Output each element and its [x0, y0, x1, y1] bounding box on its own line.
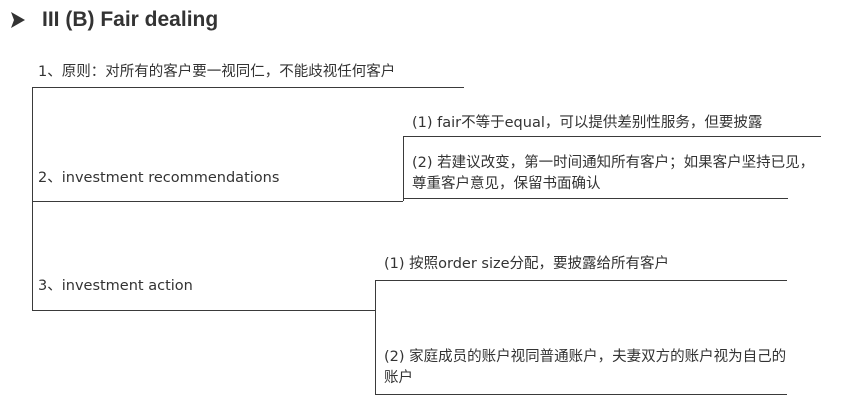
action-underline	[32, 310, 375, 311]
slide-title: III (B) Fair dealing	[42, 8, 219, 31]
action-branch-line	[375, 280, 376, 395]
action-sub2-underline	[375, 394, 787, 395]
slide-title-row: III (B) Fair dealing	[10, 6, 218, 34]
action-label: 3、investment action	[38, 278, 193, 294]
principle-underline	[32, 87, 464, 88]
action-sub2: (2) 家庭成员的账户视同普通账户，夫妻双方的账户视为自己的账户	[384, 349, 787, 386]
action-sub1-underline	[375, 280, 787, 281]
recommendations-sub1-underline	[403, 136, 821, 137]
main-trunk-line	[32, 87, 33, 311]
recommendations-underline	[32, 201, 403, 202]
action-sub1: (1) 按照order size分配，要披露给所有客户	[384, 256, 670, 272]
recommendations-branch-line	[403, 136, 404, 201]
arrow-right-icon	[11, 12, 25, 28]
principle-label: 1、原则：对所有的客户要一视同仁，不能歧视任何客户	[38, 64, 396, 80]
recommendations-label: 2、investment recommendations	[38, 170, 280, 186]
recommendations-sub2-underline	[403, 198, 788, 199]
recommendations-sub1: (1) fair不等于equal，可以提供差别性服务，但要披露	[412, 115, 763, 131]
recommendations-sub2: (2) 若建议改变，第一时间通知所有客户；如果客户坚持已见，尊重客户意见，保留书…	[412, 155, 815, 192]
